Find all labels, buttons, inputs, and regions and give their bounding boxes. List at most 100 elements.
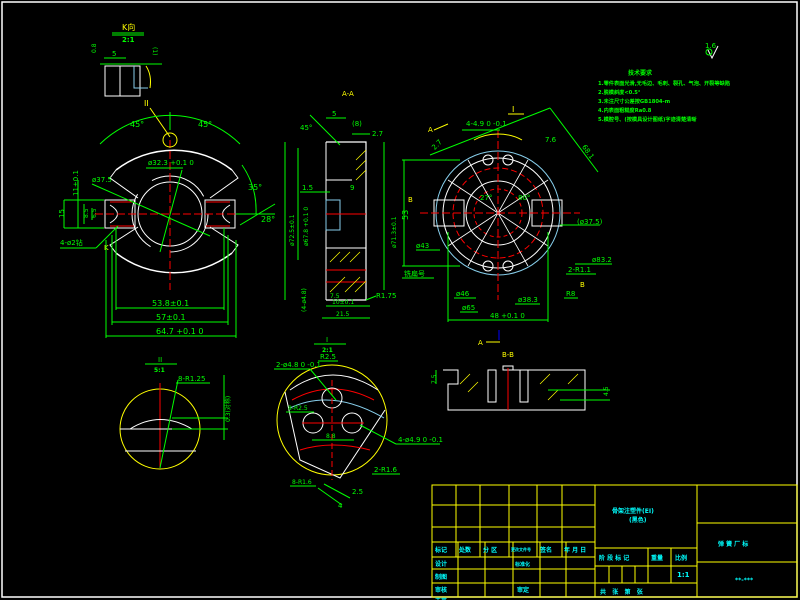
svg-text:0.8: 0.8 (91, 43, 98, 53)
svg-text:57±0.1: 57±0.1 (156, 313, 186, 322)
svg-text:ø43: ø43 (416, 242, 429, 250)
svg-text:8.8: 8.8 (326, 433, 336, 440)
svg-text:ø46: ø46 (456, 290, 470, 298)
svg-text:8-R1.6: 8-R1.6 (292, 479, 312, 486)
svg-text:2-R1.1: 2-R1.1 (568, 266, 591, 274)
section-aa-view: A-A 5 (8) 2.7 45° 1.5 9 (284, 90, 398, 319)
scale-value: 1:1 (677, 571, 690, 579)
tb-row-check-mid: 审定 (517, 586, 529, 594)
svg-text:45°: 45° (130, 120, 144, 129)
svg-text:15: 15 (58, 209, 66, 218)
svg-text:0.3(对称): 0.3(对称) (224, 396, 232, 422)
svg-text:45°: 45° (300, 124, 312, 132)
svg-text:53: 53 (401, 210, 410, 220)
detail-k-scale: 2:1 (122, 36, 135, 44)
svg-text:2-R1.6: 2-R1.6 (374, 466, 398, 474)
svg-text:8-R2.5: 8-R2.5 (288, 405, 308, 412)
drawing-number: **-*** (735, 577, 754, 584)
svg-text:(1): (1) (151, 47, 158, 56)
svg-text:9: 9 (350, 184, 354, 192)
detail-i-view: I 2:1 2-ø4.8 0 -0.1 R2.5 8-R2.5 8.8 4-ø4… (274, 336, 443, 510)
title-block (431, 484, 798, 598)
roughness-symbol: 1.6 (705, 42, 719, 60)
tb-row-design: 设计 (435, 560, 447, 568)
tb-header-doc: 更改文件号 (511, 546, 531, 552)
svg-text:2:1: 2:1 (322, 347, 333, 354)
tb-row-check: 审核 (435, 586, 447, 594)
svg-text:1.5: 1.5 (302, 184, 313, 192)
tb-row-design-mid: 标准化 (514, 561, 530, 568)
svg-text:7.5: 7.5 (431, 374, 438, 384)
svg-text:7.5: 7.5 (330, 293, 340, 300)
company-name: 弹 簧 厂 标 (718, 540, 748, 548)
svg-text:6.5: 6.5 (91, 208, 98, 218)
tech-req-item: 2.脱模斜度<0.5° (598, 88, 641, 96)
svg-text:II: II (158, 356, 162, 364)
svg-text:4.5: 4.5 (603, 386, 610, 396)
tech-req-item: 1.零件表面光滑,无毛边、毛刺、裂孔、气泡、开裂等缺陷 (598, 79, 730, 87)
svg-text:I: I (512, 105, 514, 114)
svg-text:A: A (478, 339, 483, 347)
tb-header-mark: 标记 (434, 546, 447, 554)
tb-header-zone: 分 区 (483, 546, 497, 554)
svg-text:B-B: B-B (502, 351, 514, 359)
svg-text:R1.75: R1.75 (376, 292, 396, 300)
weight-header: 重量 (651, 554, 663, 562)
part-name: 骨架注塑件(EI) (612, 507, 654, 515)
tb-header-count: 处数 (458, 546, 472, 554)
part-color: (黑色) (629, 516, 647, 524)
svg-text:ø67.8 +0.1 0: ø67.8 +0.1 0 (303, 207, 310, 246)
svg-text:45°: 45° (198, 120, 212, 129)
svg-text:4-ø2钻: 4-ø2钻 (60, 238, 83, 247)
svg-text:5: 5 (112, 50, 116, 58)
stage-mark-header: 阶 段 标 记 (599, 554, 629, 562)
svg-text:48 +0.1 0: 48 +0.1 0 (490, 312, 525, 320)
tech-req-item: 3.未注尺寸公差按GB1804-m (598, 97, 670, 105)
svg-text:(8): (8) (352, 120, 362, 128)
svg-text:B: B (580, 281, 585, 289)
detail-ii-view: II 5:1 8-R1.25 0.3(对称) (119, 356, 232, 470)
detail-k-view: K向 2:1 5 0.8 (1) (91, 22, 162, 97)
svg-text:4: 4 (338, 502, 343, 510)
section-bb-view: A B-B 7.5 4.5 (431, 330, 610, 411)
svg-text:A: A (428, 126, 433, 134)
svg-text:ø71.3±0.1: ø71.3±0.1 (391, 216, 398, 248)
svg-text:7.6: 7.6 (545, 136, 557, 144)
tech-req-item: 5.模腔号、(按模具设计图纸)字迹清楚清晰 (598, 115, 697, 123)
svg-text:(ø37.5): (ø37.5) (577, 218, 603, 226)
tb-row-process: 工艺 (435, 597, 447, 600)
svg-text:ø83.2: ø83.2 (592, 256, 612, 264)
svg-text:64.7 +0.1 0: 64.7 +0.1 0 (156, 327, 203, 336)
svg-text:80°: 80° (518, 194, 530, 202)
svg-text:2-ø4.8 0 -0.1: 2-ø4.8 0 -0.1 (276, 361, 321, 369)
tech-requirements: 技术要求 1.零件表面光滑,无毛边、毛刺、裂孔、气泡、开裂等缺陷 2.脱模斜度<… (598, 69, 730, 123)
svg-text:2.7: 2.7 (430, 138, 444, 152)
svg-text:5: 5 (332, 110, 336, 118)
tech-requirements-title: 技术要求 (628, 69, 653, 77)
svg-text:ø38.3: ø38.3 (518, 296, 538, 304)
svg-text:5:1: 5:1 (154, 367, 165, 374)
svg-text:8.5: 8.5 (83, 208, 90, 218)
front-view: II 45° 45° 35° 28° ø32.3 +0.1 0 ø37.5 15… (58, 99, 276, 338)
svg-text:8-R1.25: 8-R1.25 (178, 375, 205, 383)
svg-text:11±0.1: 11±0.1 (72, 170, 80, 196)
svg-text:10±0.1: 10±0.1 (332, 299, 354, 306)
svg-text:2.7: 2.7 (372, 130, 383, 138)
svg-text:ø32.3 +0.1 0: ø32.3 +0.1 0 (148, 159, 194, 167)
svg-text:R2.5: R2.5 (320, 353, 336, 361)
title-block-text: 标记 处数 分 区 更改文件号 签名 年 月 日 设计 标准化 制图 审核 审定… (434, 507, 754, 596)
svg-text:27°: 27° (480, 194, 492, 202)
svg-text:B: B (408, 196, 413, 204)
svg-text:2.5: 2.5 (352, 488, 363, 496)
scale-header: 比例 (675, 554, 687, 562)
svg-text:35°: 35° (248, 183, 262, 192)
svg-text:铣扁号: 铣扁号 (404, 269, 425, 278)
section-aa-label: A-A (342, 90, 354, 98)
tech-req-item: 4.内表面粗糙度Ra0.8 (598, 106, 652, 114)
svg-text:21.5: 21.5 (336, 311, 350, 318)
detail-k-label: K向 (122, 22, 135, 32)
svg-text:ø65: ø65 (462, 304, 475, 312)
svg-text:ø72.5±0.1: ø72.5±0.1 (289, 214, 296, 246)
tb-header-date: 年 月 日 (564, 546, 586, 554)
